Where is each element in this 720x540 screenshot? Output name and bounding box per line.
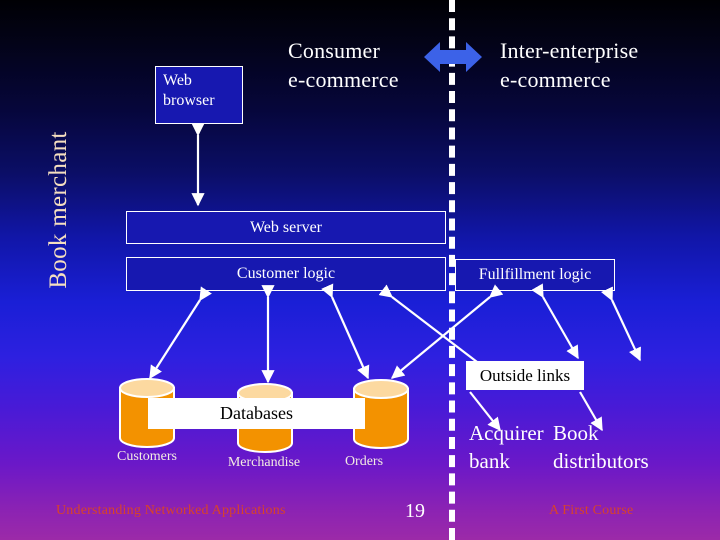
customer-logic-box: Customer logic [126, 257, 446, 291]
inter-enterprise-ecommerce-title: Inter-enterprise e-commerce [500, 38, 639, 93]
acquirer-bank-line1: Acquirer [469, 421, 544, 445]
footer-subtitle: A First Course [549, 503, 634, 518]
database-cylinder-icon [352, 379, 410, 449]
database-label-orders: Orders [344, 454, 384, 469]
partners-row: bank distributors [469, 447, 709, 475]
double-arrow-horizontal-icon [424, 40, 482, 74]
outside-links-box: Outside links [466, 361, 584, 390]
book-merchant-label: Book merchant [45, 131, 72, 289]
database-label-customers: Customers [117, 449, 177, 464]
partners-row: Acquirer Book [469, 419, 709, 447]
web-server-box: Web server [126, 211, 446, 244]
databases-banner: Databases [148, 398, 365, 429]
footer-book-title: Understanding Networked Applications [56, 503, 286, 518]
book-distributors-line2: distributors [553, 449, 649, 474]
web-browser-box: Web browser [155, 66, 243, 124]
consumer-ecommerce-title: Consumer e-commerce [288, 38, 399, 93]
database-label-merchandise: Merchandise [227, 455, 301, 470]
footer-page-number: 19 [405, 500, 425, 522]
acquirer-bank-line2: bank [469, 449, 510, 474]
fullfillment-logic-box: Fullfillment logic [455, 259, 615, 291]
external-partners: Acquirer Book bank distributors [469, 419, 709, 476]
book-distributors-line1: Book [553, 421, 599, 445]
dashed-vertical-divider [449, 0, 455, 540]
